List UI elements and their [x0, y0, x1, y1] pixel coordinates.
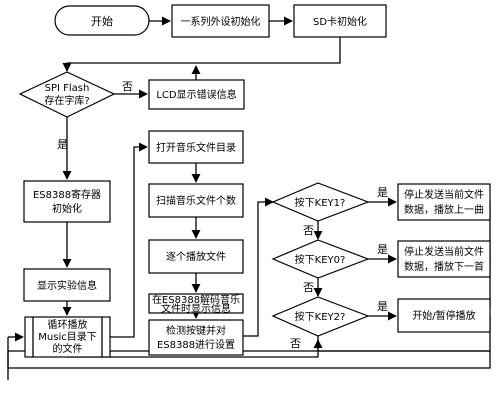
play-each-box: 逐个播放文件 [148, 239, 244, 274]
init-peripherals-box: 一系列外设初始化 [171, 4, 270, 38]
key1-decision: 按下KEY1? [271, 182, 370, 222]
pause-play-box: 开始/暂停播放 [397, 298, 491, 333]
arrow-return-to-key2-bottom [313, 339, 490, 352]
loop-play-box: 循环播放 Music目录下 的文件 [24, 316, 111, 358]
key2-decision: 按下KEY2? [271, 296, 370, 337]
spi-flash-line2: 存在字库? [44, 94, 89, 107]
decode-display-box: 在ES8388解码音乐 文件时显示信息 [148, 293, 244, 315]
key0-no-label: 否 [303, 281, 314, 294]
prev-song-line2: 数据，播放上一曲 [404, 203, 484, 216]
es8388-init-line2: 初始化 [52, 202, 82, 215]
next-song-line1: 停止发送当前文件 [404, 245, 484, 258]
start-terminal: 开始 [54, 5, 150, 36]
spi-flash-line1: SPI Flash [45, 83, 90, 94]
line-bottom-return [8, 351, 491, 369]
decode-display-line2: 文件时显示信息 [161, 302, 231, 315]
key2-yes-label: 是 [377, 300, 388, 313]
scan-count-label: 扫描音乐文件个数 [156, 194, 236, 207]
key1-label: 按下KEY1? [295, 196, 346, 209]
arrow-detect-to-key1 [240, 197, 274, 337]
show-info-label: 显示实验信息 [37, 279, 97, 292]
arrow-sd-to-check [62, 37, 341, 72]
spi-yes-label: 是 [57, 138, 68, 151]
key1-yes-label: 是 [377, 186, 388, 199]
prev-song-line1: 停止发送当前文件 [404, 188, 484, 201]
loop-play-line2: Music目录下 [38, 331, 96, 343]
pause-play-label: 开始/暂停播放 [412, 309, 475, 322]
arrow-loop-to-open [110, 142, 148, 338]
spi-no-label: 否 [122, 80, 133, 93]
init-peripherals-label: 一系列外设初始化 [181, 15, 261, 28]
sd-init-label: SD卡初始化 [313, 15, 367, 28]
key2-label: 按下KEY2? [295, 310, 346, 323]
spi-flash-decision: SPI Flash 存在字库? [18, 71, 116, 118]
key2-no-label: 否 [290, 337, 301, 350]
detect-keys-line2: ES8388进行设置 [157, 338, 235, 351]
loop-play-line3: 的文件 [53, 342, 83, 355]
next-song-box: 停止发送当前文件 数据，播放下一首 [397, 240, 491, 278]
prev-song-box: 停止发送当前文件 数据，播放上一曲 [397, 183, 491, 221]
start-label: 开始 [91, 14, 113, 28]
show-info-box: 显示实验信息 [23, 268, 111, 302]
loop-play-line1: 循环播放 [48, 318, 88, 331]
es8388-init-line1: ES8388寄存器 [33, 188, 101, 201]
key0-label: 按下KEY0? [295, 253, 346, 266]
lcd-error-label: LCD显示错误信息 [156, 88, 236, 101]
detect-keys-line1: 检测按键并对 [166, 324, 226, 337]
decode-display-line1: 在ES8388解码音乐 [152, 293, 240, 306]
scan-count-box: 扫描音乐文件个数 [148, 183, 244, 218]
lcd-error-box: LCD显示错误信息 [148, 79, 245, 110]
connectors [7, 16, 491, 380]
open-dir-box: 打开音乐文件目录 [148, 130, 244, 164]
play-each-label: 逐个播放文件 [166, 250, 226, 263]
sd-init-box: SD卡初始化 [293, 4, 387, 38]
key0-yes-label: 是 [377, 243, 388, 256]
key0-decision: 按下KEY0? [271, 239, 370, 279]
key1-no-label: 否 [303, 224, 314, 237]
open-dir-label: 打开音乐文件目录 [156, 141, 236, 154]
detect-keys-box: 检测按键并对 ES8388进行设置 [148, 319, 244, 356]
es8388-init-box: ES8388寄存器 初始化 [23, 180, 111, 223]
next-song-line2: 数据，播放下一首 [404, 260, 484, 273]
